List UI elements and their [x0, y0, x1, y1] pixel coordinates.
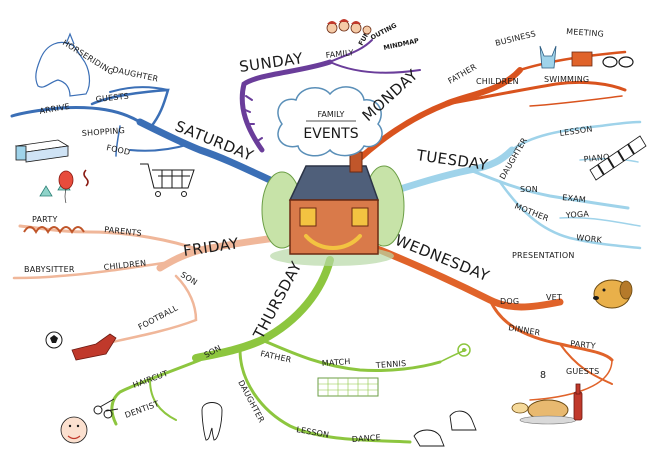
monday-business: BUSINESS: [494, 29, 537, 48]
tuesday-lesson: LESSON: [559, 124, 593, 138]
sunday-mindmap: MINDMAP: [383, 37, 420, 52]
tennis-net-icon: [317, 377, 379, 397]
tuesday-son: SON: [520, 185, 538, 194]
sunday-outing: OUTING: [369, 21, 398, 41]
party-decoration-icon: [23, 169, 89, 234]
thursday-branch: [110, 256, 467, 444]
wednesday-eight: 8: [540, 370, 546, 381]
tennis-ball-icon: [457, 343, 471, 357]
roast-turkey-icon: [511, 399, 577, 425]
wednesday-branch: [366, 242, 614, 401]
thursday-dance: DANCE: [352, 433, 382, 444]
friday-parents: PARENTS: [104, 225, 142, 238]
saturday-food: FOOD: [106, 143, 131, 157]
friday-party: PARTY: [32, 215, 58, 224]
scissors-icon: [93, 398, 119, 419]
wednesday-dinner: DINNER: [508, 323, 542, 338]
tuesday-mother: MOTHER: [513, 202, 550, 224]
family-faces-icon: [326, 19, 372, 35]
thursday-match: MATCH: [322, 357, 351, 368]
tuesday-presentation: PRESENTATION: [512, 251, 575, 260]
monday-father: FATHER: [447, 62, 479, 86]
sunday-branch: [239, 39, 421, 153]
sunday-family: FAMILY: [325, 48, 354, 60]
monday-children: CHILDREN: [476, 77, 519, 86]
friday-son: SON: [179, 270, 199, 287]
boy-face-icon: [60, 416, 88, 444]
football-boot-icon: [71, 333, 117, 361]
dog-icon: [593, 279, 633, 309]
horse-head-icon: [35, 32, 91, 97]
friday-babysitter: BABYSITTER: [24, 265, 75, 274]
monday-meeting: MEETING: [566, 27, 604, 39]
saturday-branch: [10, 86, 296, 194]
tuesday-work: WORK: [576, 233, 603, 245]
monday-branch: [355, 50, 627, 163]
day-label-monday: MONDAY: [359, 66, 422, 125]
saturday-daughter: DAUGHTER: [112, 65, 160, 84]
monday-swimming: SWIMMING: [544, 75, 589, 84]
wednesday-dog: DOG: [500, 297, 519, 306]
bed-icon: [14, 139, 70, 163]
tuesday-piano: PIANO: [583, 152, 610, 164]
dance-shoes-icon: [413, 410, 477, 447]
day-label-tuesday: TUESDAY: [414, 146, 489, 174]
center-title-line1: FAMILY: [318, 110, 345, 119]
tooth-icon: [201, 402, 223, 441]
wednesday-vet: VET: [546, 293, 562, 302]
wednesday-party: PARTY: [570, 339, 596, 351]
saturday-guests: GUESTS: [95, 92, 129, 104]
tuesday-yoga: YOGA: [565, 209, 590, 220]
tuesday-branch: [374, 120, 642, 250]
wine-bottle-icon: [573, 383, 583, 421]
tuesday-exam: EXAM: [562, 193, 587, 204]
saturday-arrive: ARRIVE: [39, 102, 71, 116]
thursday-tennis: TENNIS: [375, 359, 407, 370]
house-illustration: [261, 151, 405, 266]
football-icon: [45, 331, 63, 349]
center-cloud: FAMILY EVENTS: [277, 86, 383, 157]
day-label-friday: FRIDAY: [182, 234, 240, 260]
goggles-icon: [602, 56, 634, 68]
piano-keys-icon: [589, 135, 647, 181]
wednesday-guests: GUESTS: [566, 367, 599, 376]
friday-children: CHILDREN: [103, 259, 146, 272]
saturday-shopping: SHOPPING: [82, 126, 126, 138]
shopping-cart-icon: [140, 163, 195, 197]
center-title-line2: EVENTS: [303, 126, 358, 142]
thursday-lesson: LESSON: [296, 425, 330, 440]
swimsuit-icon: [539, 45, 593, 69]
thursday-dentist: DENTIST: [124, 399, 161, 420]
